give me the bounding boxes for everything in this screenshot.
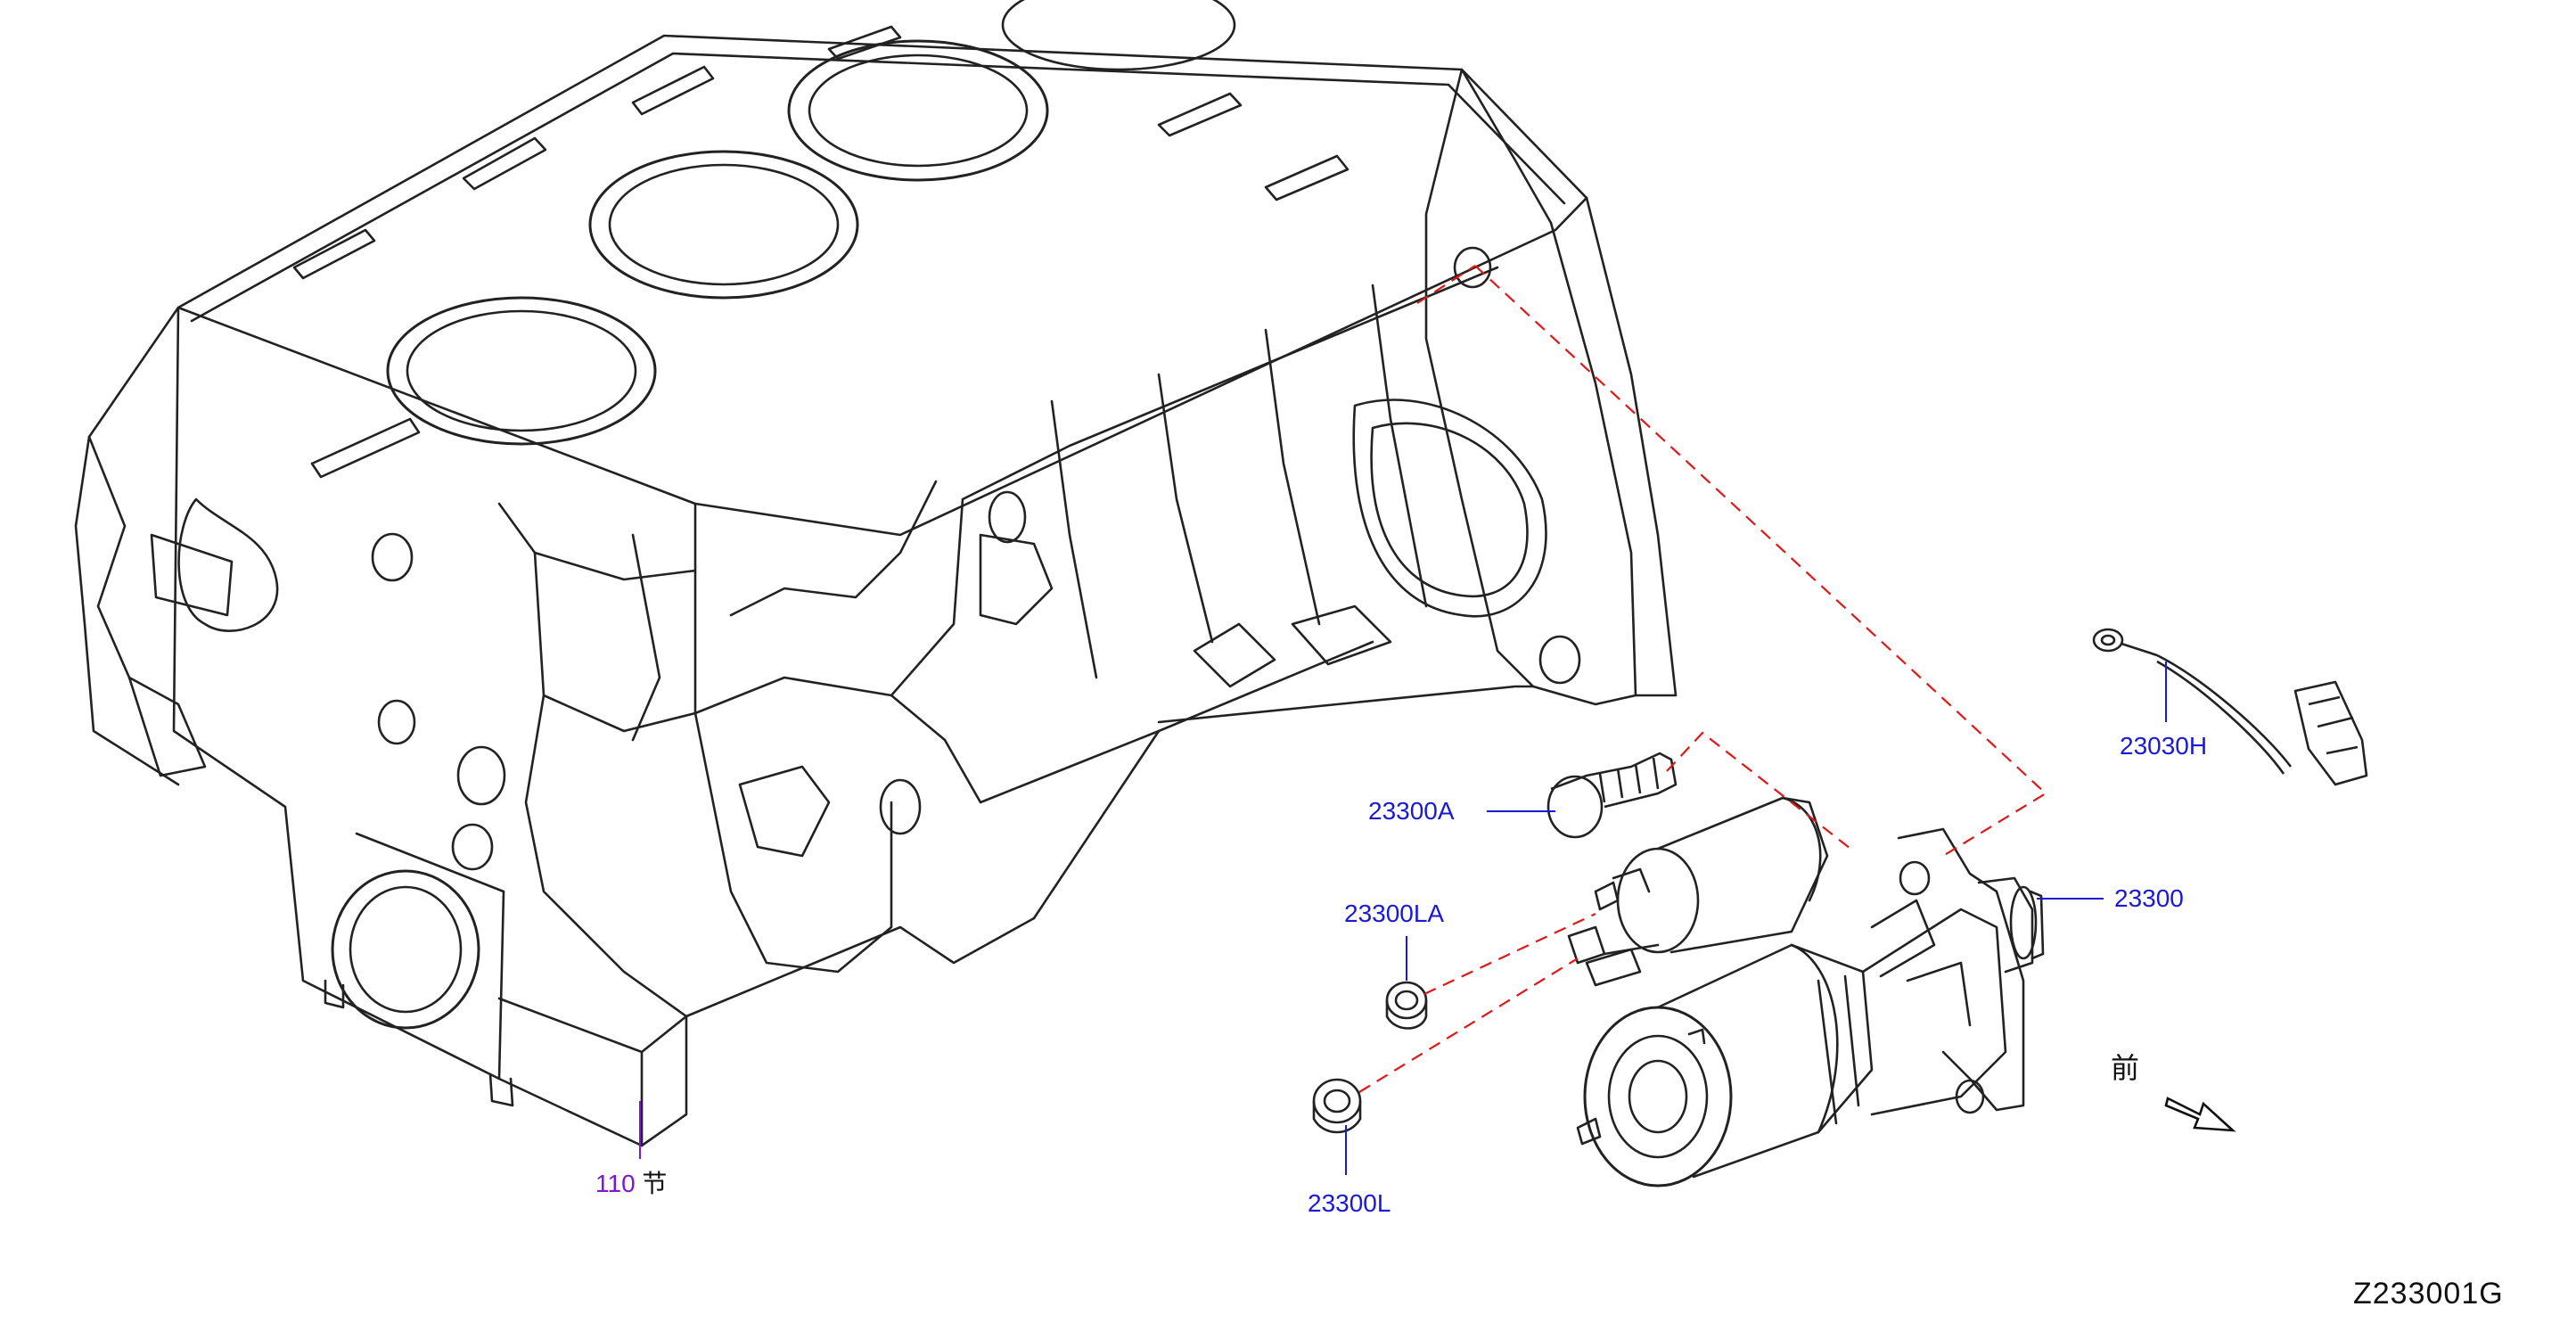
harness-callout[interactable]: 23030H (2120, 732, 2208, 760)
bushing-upper-callout[interactable]: 23300LA (1344, 900, 1445, 927)
harness-illustration (2092, 628, 2368, 786)
bushing-upper-illustration (1385, 981, 1428, 1030)
assembly-guide-lines (1358, 265, 2047, 1093)
front-indicator-label: 前 (2111, 1051, 2140, 1085)
callout-leader-lines (1345, 662, 2167, 1175)
front-arrow-icon (2164, 1097, 2236, 1132)
bolt-illustration (1546, 752, 1678, 839)
engine-block-number: 110 (595, 1170, 636, 1197)
starter-motor-illustration (1567, 796, 2045, 1187)
engine-block-suffix: 节 (642, 1169, 668, 1198)
bushing-lower-illustration (1312, 1078, 1362, 1134)
bolt-callout[interactable]: 23300A (1368, 797, 1455, 825)
engine-block-illustration (74, 0, 1678, 1147)
starter-motor-callout[interactable]: 23300 (2114, 884, 2184, 912)
engine-block-callout[interactable]: 110 节 (595, 1171, 667, 1197)
drawing-id: Z233001G (2353, 1277, 2504, 1311)
bushing-lower-callout[interactable]: 23300L (1308, 1189, 1391, 1217)
